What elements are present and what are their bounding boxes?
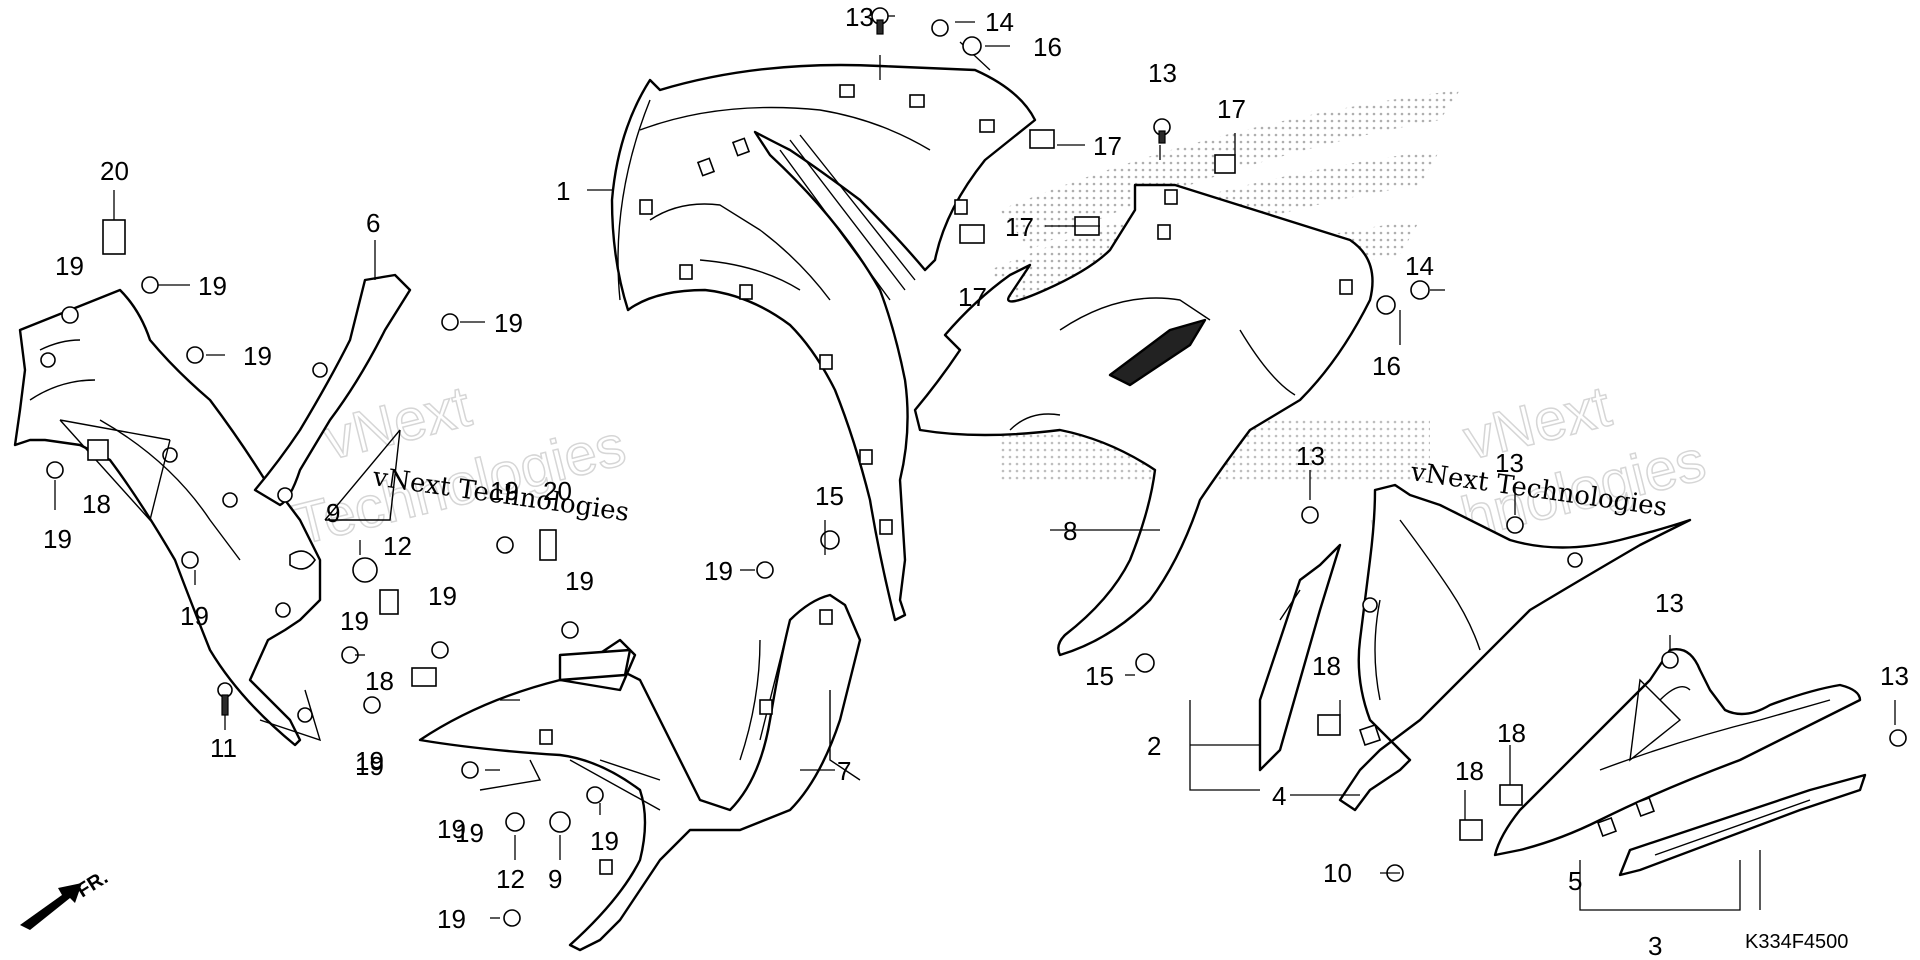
callout-13: 13 xyxy=(1296,441,1325,471)
callout-15: 15 xyxy=(1085,661,1114,691)
callout-19: 19 xyxy=(428,581,457,611)
callout-13: 13 xyxy=(1880,661,1909,691)
callout-18: 18 xyxy=(82,489,111,519)
callout-18: 18 xyxy=(1497,718,1526,748)
callout-19: 19 xyxy=(565,566,594,596)
callout-19: 19 xyxy=(355,751,384,781)
callout-18: 18 xyxy=(365,666,394,696)
callout-10: 10 xyxy=(1323,858,1352,888)
callout-19: 19 xyxy=(355,746,384,776)
callout-2: 2 xyxy=(1147,731,1161,761)
callout-17: 17 xyxy=(1005,212,1034,242)
callout-19: 19 xyxy=(198,271,227,301)
callout-17: 17 xyxy=(1217,94,1246,124)
callout-19: 19 xyxy=(437,814,466,844)
drawing-code: K334F4500 xyxy=(1745,931,1848,953)
callout-19: 19 xyxy=(704,556,733,586)
callout-9: 9 xyxy=(326,498,340,528)
part-5-under-cowl xyxy=(1493,648,1867,910)
callout-19: 19 xyxy=(494,308,523,338)
callout-20: 20 xyxy=(543,476,572,506)
callout-8: 8 xyxy=(1063,516,1077,546)
callout-19: 19 xyxy=(455,818,484,848)
front-direction-arrow: FR. xyxy=(20,867,112,930)
part-1-upper-cowl xyxy=(587,41,1037,622)
part-6-inner-cover xyxy=(13,240,412,747)
callout-19: 19 xyxy=(437,904,466,934)
part-4-lower-cowl xyxy=(1290,483,1692,812)
callout-19: 19 xyxy=(490,476,519,506)
callout-15: 15 xyxy=(815,481,844,511)
callout-13: 13 xyxy=(1495,448,1524,478)
callout-12: 12 xyxy=(383,531,412,561)
fasteners xyxy=(46,7,1907,927)
callout-numbers: 13 14 16 13 17 17 17 17 14 16 1 20 19 19… xyxy=(43,2,1909,960)
callout-6: 6 xyxy=(366,208,380,238)
callout-1: 1 xyxy=(556,176,570,206)
callout-16: 16 xyxy=(1372,351,1401,381)
callout-19: 19 xyxy=(55,251,84,281)
callout-20: 20 xyxy=(100,156,129,186)
callout-13: 13 xyxy=(845,2,874,32)
callout-3: 3 xyxy=(1648,931,1662,960)
callout-19: 19 xyxy=(180,601,209,631)
callout-13: 13 xyxy=(1148,58,1177,88)
callout-19: 19 xyxy=(43,524,72,554)
callout-19: 19 xyxy=(340,606,369,636)
front-arrow-label: FR. xyxy=(73,867,112,903)
callout-9: 9 xyxy=(548,864,562,894)
part-8-middle-cowl xyxy=(913,183,1374,657)
callout-5: 5 xyxy=(1568,866,1582,896)
callout-7: 7 xyxy=(837,756,851,786)
callout-14: 14 xyxy=(1405,251,1434,281)
callout-16: 16 xyxy=(1033,32,1062,62)
callout-4: 4 xyxy=(1272,781,1286,811)
callout-14: 14 xyxy=(985,7,1014,37)
callout-13: 13 xyxy=(1655,588,1684,618)
callout-19: 19 xyxy=(243,341,272,371)
part-2-decal-strip xyxy=(1258,543,1342,772)
callout-17: 17 xyxy=(1093,131,1122,161)
leader-lines xyxy=(54,15,1896,919)
callout-17: 17 xyxy=(958,282,987,312)
callout-18: 18 xyxy=(1455,756,1484,786)
callout-18: 18 xyxy=(1312,651,1341,681)
callout-11: 11 xyxy=(210,733,237,763)
callout-19: 19 xyxy=(590,826,619,856)
callout-12: 12 xyxy=(496,864,525,894)
part-7-lower-cover xyxy=(418,593,862,952)
